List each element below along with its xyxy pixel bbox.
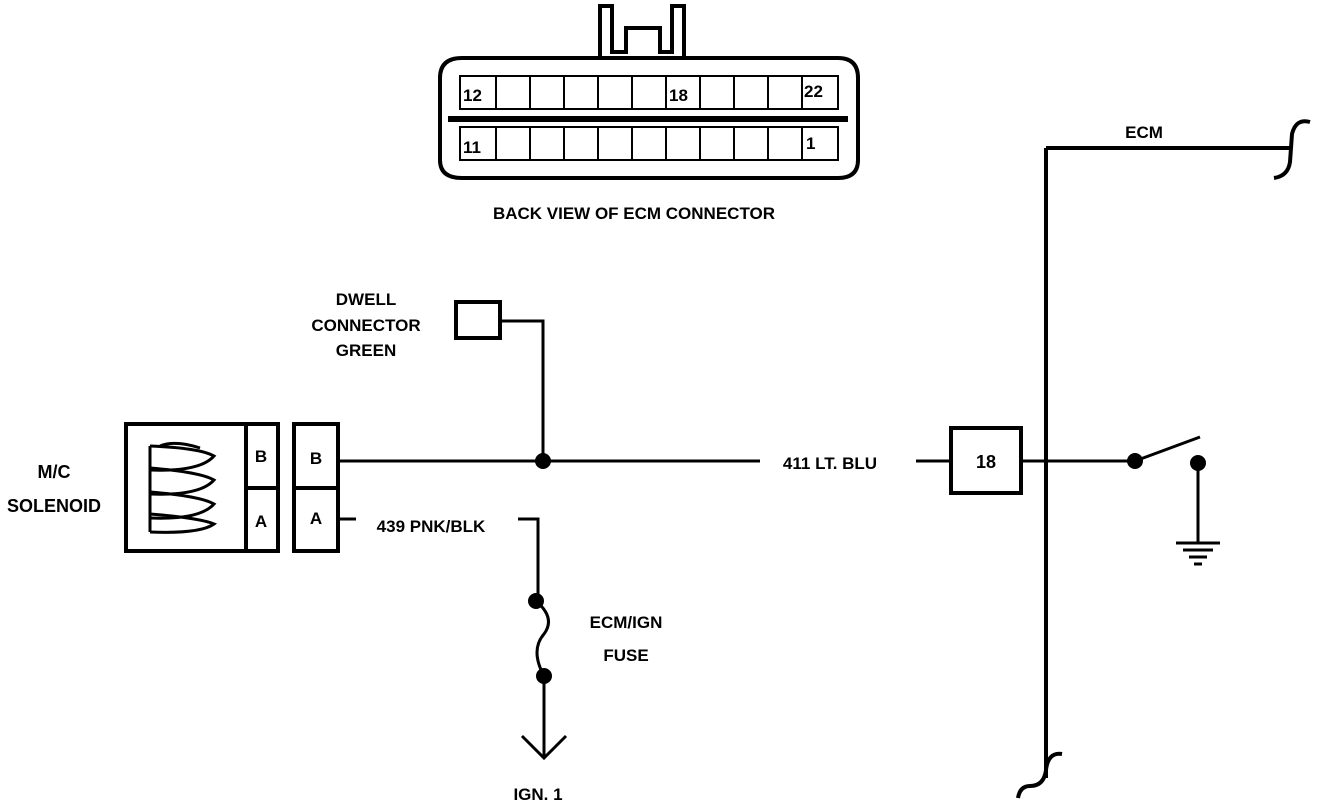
connector-body [438,56,860,180]
dwell-label-line2: CONNECTOR [311,316,420,335]
fuse-icon [520,593,568,761]
fuse-label-line1: ECM/IGN [590,613,663,632]
dwell-label-line3: GREEN [336,341,396,360]
ecm-label: ECM [1125,123,1163,142]
pin-11-label: 11 [463,138,481,157]
wire-439-label: 439 PNK/BLK [377,517,486,536]
ecm-internal-switch [1021,435,1220,566]
wire-439 [338,517,540,600]
ecm-boundary [1016,119,1311,799]
connector-top-row [459,75,839,110]
solenoid-pin-a: A [255,512,267,531]
break-mark-bottom [1016,751,1063,799]
connector-latch [598,4,686,60]
solenoid-body [124,422,280,553]
solenoid-pin-b: B [255,447,267,466]
ecm-terminal-label: 18 [976,452,996,472]
ignition-label: IGN. 1 [513,785,562,802]
pin-18-label: 18 [669,86,688,105]
ground-icon [1176,541,1220,566]
dwell-label-line1: DWELL [336,290,396,309]
plug-pin-b: B [310,449,322,468]
wire-411-label: 411 LT. BLU [783,454,877,473]
ignition-arrow-icon [520,734,568,761]
connector-divider [448,116,848,122]
pin-12-label: 12 [463,86,482,105]
connector-caption: BACK VIEW OF ECM CONNECTOR [493,204,775,223]
pin-1-label: 1 [806,134,815,153]
solenoid-label-line2: SOLENOID [7,496,101,516]
coil-icon [148,441,218,534]
dwell-connector [454,300,545,461]
solenoid-label-line1: M/C [38,462,71,482]
fuse-label-line2: FUSE [603,646,648,665]
switch-blade [1134,435,1201,463]
pin-22-label: 22 [804,82,823,101]
ecm-connector: 12 18 22 11 1 [438,4,860,180]
solenoid-plug [292,422,340,553]
break-mark-top [1273,119,1311,180]
connector-bottom-row [459,126,839,161]
plug-pin-a: A [310,509,322,528]
